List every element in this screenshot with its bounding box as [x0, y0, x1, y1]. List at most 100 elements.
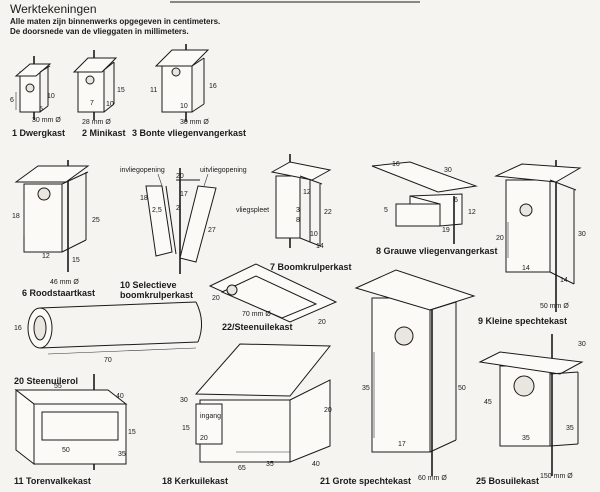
caption-kerkuilekast: 18 Kerkuilekast [162, 476, 228, 486]
caption-roodstaartkast: 6 Roodstaartkast [22, 288, 95, 298]
svg-text:27: 27 [208, 227, 216, 234]
caption-torenvalkekast: 11 Torenvalkekast [14, 476, 91, 486]
label-ingang: ingang [200, 413, 221, 420]
drawing-18-kerkuilekast: ingang 20 15 30 65 35 40 20 18 Kerkuilek… [162, 343, 332, 486]
svg-text:46 mm Ø: 46 mm Ø [50, 279, 79, 286]
svg-text:60 mm Ø: 60 mm Ø [418, 475, 447, 482]
svg-text:15: 15 [117, 87, 125, 94]
svg-text:40: 40 [116, 393, 124, 400]
svg-text:20: 20 [318, 319, 326, 326]
svg-text:50 mm Ø: 50 mm Ø [540, 303, 569, 310]
svg-text:12: 12 [468, 209, 476, 216]
caption-kleine-spechtekast: 9 Kleine spechtekast [478, 316, 567, 326]
caption-bonte-vliegenvangerkast: 3 Bonte vliegenvangerkast [132, 128, 246, 138]
svg-text:20: 20 [324, 407, 332, 414]
page-title: Werktekeningen [10, 2, 97, 16]
drawing-9-kleine-spechtekast: 20 30 14 14 50 mm Ø 9 Kleine spechtekast [478, 160, 586, 326]
svg-text:30: 30 [444, 167, 452, 174]
svg-text:16: 16 [392, 161, 400, 168]
svg-text:10: 10 [310, 231, 318, 238]
svg-text:15: 15 [72, 257, 80, 264]
svg-text:22: 22 [324, 209, 332, 216]
svg-text:35: 35 [362, 385, 370, 392]
drawing-20-steenuilerol: 16 70 20 Steenuilerol [14, 301, 202, 386]
drawing-3-bonte-vliegenvangerkast: 16 11 10 30 mm Ø 3 Bonte vliegenvangerka… [132, 44, 246, 138]
svg-text:25: 25 [92, 217, 100, 224]
svg-text:30: 30 [180, 397, 188, 404]
svg-text:70 mm Ø: 70 mm Ø [242, 311, 271, 318]
svg-text:11: 11 [150, 87, 157, 94]
svg-text:40: 40 [312, 461, 320, 468]
svg-text:18: 18 [140, 195, 148, 202]
svg-text:14: 14 [560, 277, 568, 284]
drawing-21-grote-spechtekast: 35 50 17 60 mm Ø 21 Grote spechtekast [320, 269, 476, 486]
svg-text:14: 14 [522, 265, 530, 272]
svg-text:10: 10 [106, 101, 114, 108]
caption-minikast: 2 Minikast [82, 128, 126, 138]
drawing-1-dwergkast: 6 10 5 30 mm Ø 1 Dwergkast [10, 56, 65, 138]
svg-text:5: 5 [384, 207, 388, 214]
caption-selectieve-2: boomkrulperkast [120, 290, 193, 300]
drawing-22-steenuilekast: 20 70 mm Ø 20 22/Steenuilekast [208, 263, 338, 332]
svg-text:14: 14 [316, 243, 324, 250]
svg-text:20: 20 [176, 173, 184, 180]
svg-text:50: 50 [62, 447, 70, 454]
svg-text:50: 50 [458, 385, 466, 392]
svg-text:8: 8 [296, 217, 300, 224]
svg-text:30 mm Ø: 30 mm Ø [180, 119, 209, 126]
drawing-6-roodstaartkast: 18 25 12 15 46 mm Ø 6 Roodstaartkast [12, 160, 100, 298]
svg-text:6: 6 [10, 97, 14, 104]
svg-text:2,5: 2,5 [152, 207, 162, 214]
label-uitvliegopening: uitvliegopening [200, 167, 247, 174]
svg-text:16: 16 [14, 325, 22, 332]
svg-text:10: 10 [47, 93, 55, 100]
svg-text:35: 35 [118, 451, 126, 458]
svg-text:30: 30 [578, 341, 586, 348]
svg-text:18: 18 [12, 213, 20, 220]
svg-text:10: 10 [180, 103, 188, 110]
svg-text:17: 17 [180, 191, 188, 198]
svg-text:28 mm Ø: 28 mm Ø [82, 119, 111, 126]
svg-text:20: 20 [200, 435, 208, 442]
caption-selectieve-1: 10 Selectieve [120, 280, 177, 290]
svg-text:55: 55 [54, 383, 62, 390]
svg-text:15: 15 [182, 425, 190, 432]
svg-text:7: 7 [90, 100, 94, 107]
intro-line-2: De doorsnede van de vlieggaten in millim… [10, 27, 189, 36]
label-invliegopening: invliegopening [120, 167, 165, 174]
svg-text:5: 5 [39, 106, 43, 113]
svg-text:2: 2 [176, 205, 180, 212]
intro-line-1: Alle maten zijn binnenwerks opgegeven in… [10, 17, 220, 26]
svg-text:45: 45 [484, 399, 492, 406]
caption-grauwe-vliegenvangerkast: 8 Grauwe vliegenvangerkast [376, 246, 498, 256]
header: Werktekeningen Alle maten zijn binnenwer… [10, 1, 420, 36]
svg-text:12: 12 [303, 189, 311, 196]
svg-text:3: 3 [296, 207, 300, 214]
svg-text:70: 70 [104, 357, 112, 364]
caption-dwergkast: 1 Dwergkast [12, 128, 65, 138]
caption-grote-spechtekast: 21 Grote spechtekast [320, 476, 411, 486]
svg-text:35: 35 [566, 425, 574, 432]
svg-text:30 mm Ø: 30 mm Ø [32, 117, 61, 124]
caption-steenuilekast: 22/Steenuilekast [222, 322, 293, 332]
label-vliegspleet: vliegspleet [236, 207, 269, 214]
svg-text:35: 35 [522, 435, 530, 442]
svg-text:150 mm Ø: 150 mm Ø [540, 473, 573, 480]
caption-bosuilekast: 25 Bosuilekast [476, 476, 539, 486]
caption-boomkrulperkast: 7 Boomkrulperkast [270, 262, 352, 272]
svg-text:20: 20 [496, 235, 504, 242]
svg-text:19: 19 [442, 227, 450, 234]
svg-text:65: 65 [238, 465, 246, 472]
drawing-10-selectieve-boomkrulperkast: invliegopening uitvliegopening 18 20 2 2… [120, 167, 247, 300]
svg-text:30: 30 [578, 231, 586, 238]
svg-text:15: 15 [128, 429, 136, 436]
svg-text:17: 17 [398, 441, 406, 448]
drawing-8-grauwe-vliegenvangerkast: 16 30 6 12 19 5 8 Grauwe vliegenvangerka… [371, 161, 498, 256]
caption-steenuilerol: 20 Steenuilerol [14, 376, 78, 386]
drawing-7-boomkrulperkast: vliegspleet 12 8 3 22 10 14 7 Boomkrulpe… [236, 154, 352, 272]
svg-text:16: 16 [209, 83, 217, 90]
svg-text:6: 6 [454, 197, 458, 204]
svg-text:20: 20 [212, 295, 220, 302]
svg-text:35: 35 [266, 461, 274, 468]
